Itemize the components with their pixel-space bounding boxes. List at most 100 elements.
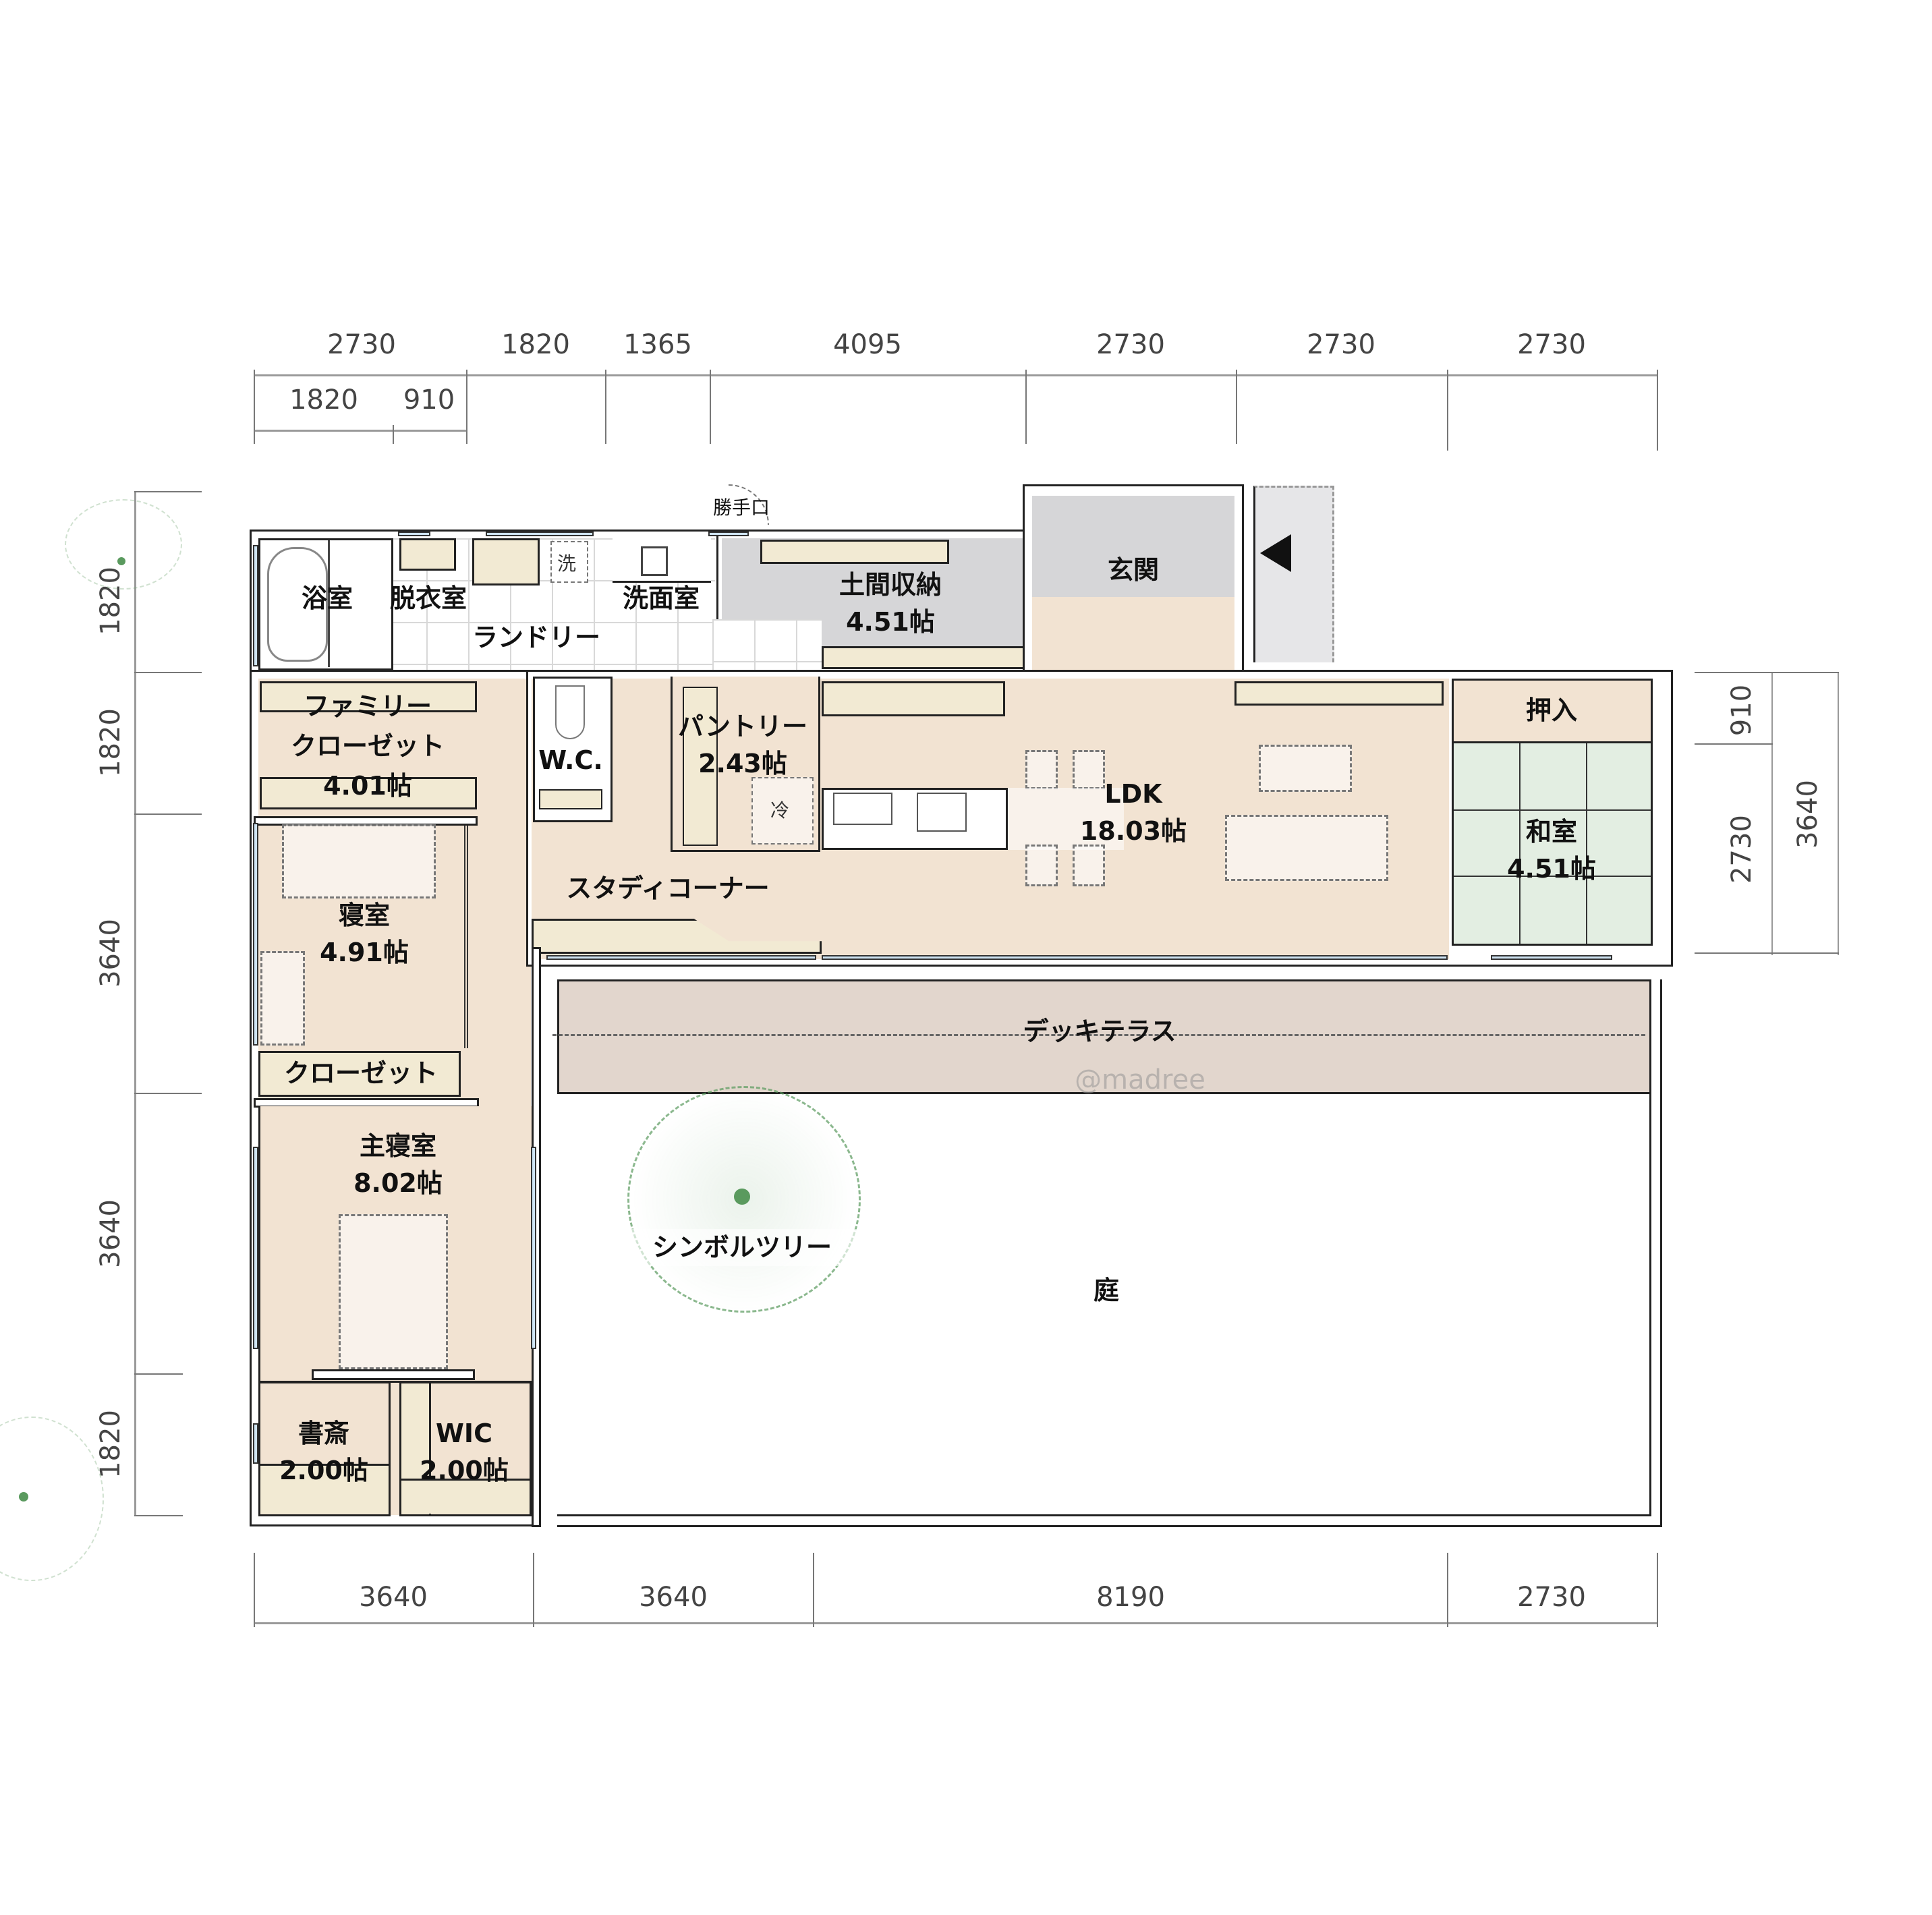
fridge: 冷 [751, 777, 814, 845]
bath-screen [328, 540, 391, 667]
window [531, 1147, 536, 1349]
dim-bottom-2: 3640 [639, 1582, 708, 1613]
wic-area: 2.00帖 [420, 1456, 509, 1486]
dim-top-sub-1: 1820 [289, 384, 358, 416]
family-closet-label: ファミリー クローゼット 4.01帖 [270, 687, 465, 806]
wc-counter [539, 789, 602, 809]
fridge-symbol: 冷 [770, 799, 790, 822]
dim-left-2: 1820 [95, 708, 126, 777]
deck-centerline [552, 1034, 1645, 1036]
dim-right-inner-2: 2730 [1726, 815, 1757, 884]
tree-icon [0, 1417, 104, 1581]
wc-room [533, 677, 613, 822]
tree-trunk-icon [19, 1492, 28, 1502]
dim-top-2: 1820 [501, 329, 570, 360]
study-area: 2.00帖 [279, 1456, 368, 1486]
oshiire-label: 押入 [1525, 695, 1577, 725]
window [822, 955, 1448, 960]
bedroom-name: 寝室 [338, 901, 390, 930]
dining-table [1008, 788, 1124, 850]
entrance-label: 玄関 [1107, 555, 1159, 585]
ldk-shelf-west [822, 681, 1005, 716]
doma-shelf-bottom [822, 646, 1031, 669]
dining-chair [1073, 845, 1105, 886]
dressing-shelf [399, 538, 456, 571]
kitchen-sink-icon [833, 793, 892, 825]
study-corner-label: スタディコーナー [566, 874, 770, 903]
dim-right-outer: 3640 [1792, 780, 1823, 849]
family-closet-area: 4.01帖 [323, 770, 412, 801]
service-door-label[interactable]: 勝手口 [712, 496, 770, 519]
master-bedroom-area: 8.02帖 [353, 1168, 443, 1199]
washitsu-label: 和室 4.51帖 [1484, 813, 1619, 888]
window [546, 955, 816, 960]
dim-top-7: 2730 [1517, 329, 1586, 360]
pantry-area: 2.43帖 [698, 749, 787, 779]
dim-top-3: 1365 [623, 329, 692, 360]
entry-porch [1253, 486, 1334, 662]
symbol-tree-label: シンボルツリー [627, 1229, 857, 1267]
master-bedroom-south-wall [312, 1369, 475, 1380]
dining-chair [1025, 845, 1058, 886]
dim-bottom-1: 3640 [359, 1582, 428, 1613]
window [1491, 955, 1612, 960]
dim-top-4: 4095 [833, 329, 902, 360]
master-bedroom-label: 主寝室 8.02帖 [324, 1128, 472, 1202]
bedroom-closet-label: クローゼット [283, 1058, 438, 1088]
ldk-area: 18.03帖 [1079, 816, 1187, 847]
pantry-name: パントリー [678, 712, 807, 741]
study-name: 書斎 [297, 1419, 349, 1448]
dim-left-4: 3640 [95, 1199, 126, 1268]
family-closet-shelf-bottom [260, 777, 477, 809]
dim-left-3: 3640 [95, 919, 126, 988]
washroom-floor-tile [712, 619, 822, 670]
window [486, 532, 594, 536]
doma-storage-label: 土間収納 4.51帖 [816, 567, 965, 641]
washer-symbol: 洗 [557, 552, 577, 575]
bath-room [258, 538, 393, 670]
bath-label: 浴室 [301, 583, 353, 613]
family-closet-shelf-top [260, 681, 477, 712]
desk [260, 951, 305, 1046]
tv-table [1259, 745, 1352, 792]
study-label: 書斎 2.00帖 [263, 1415, 385, 1489]
washroom-label: 洗面室 [622, 583, 700, 613]
window [398, 532, 430, 536]
symbol-tree-trunk-icon [734, 1189, 750, 1205]
wic-name: WIC [436, 1419, 492, 1448]
sofa [1225, 815, 1388, 881]
washitsu-area: 4.51帖 [1507, 854, 1596, 884]
pantry-label: パントリー 2.43帖 [668, 708, 818, 782]
doma-storage-area: 4.51帖 [846, 607, 935, 637]
watermark: @madree [1075, 1064, 1205, 1095]
doma-shelf-top [760, 540, 949, 564]
doma-storage-name: 土間収納 [839, 570, 942, 600]
master-bedroom-name: 主寝室 [359, 1131, 436, 1161]
bedroom-closet [258, 1051, 461, 1097]
window [708, 532, 749, 536]
washroom-counter [613, 538, 711, 583]
entry-arrow-icon [1260, 534, 1291, 572]
dim-bottom-3: 8190 [1096, 1582, 1165, 1613]
study-shelf [260, 1464, 389, 1514]
window [253, 1423, 258, 1464]
bedroom-label: 寝室 4.91帖 [297, 897, 432, 971]
bathtub-icon [267, 547, 328, 662]
family-closet-name-2: クローゼット [290, 731, 445, 761]
ldk-name: LDK [1104, 779, 1162, 809]
laundry-label: ランドリー [472, 623, 600, 652]
dining-chair [1025, 750, 1058, 789]
dim-right-inner-1: 910 [1726, 684, 1757, 737]
deck-label: デッキテラス [1023, 1017, 1176, 1046]
wic-label: WIC 2.00帖 [403, 1415, 525, 1489]
pantry-shelf [683, 687, 718, 846]
dressing-room-label: 脱衣室 [389, 583, 467, 613]
master-bed [339, 1214, 448, 1369]
washitsu-room [1452, 743, 1653, 946]
family-closet-name-1: ファミリー [303, 691, 432, 721]
dim-top-5: 2730 [1096, 329, 1165, 360]
wic-shelf-bottom [401, 1479, 530, 1514]
washing-machine: 洗 [550, 541, 588, 583]
bed [282, 824, 436, 898]
toilet-icon [555, 685, 585, 739]
